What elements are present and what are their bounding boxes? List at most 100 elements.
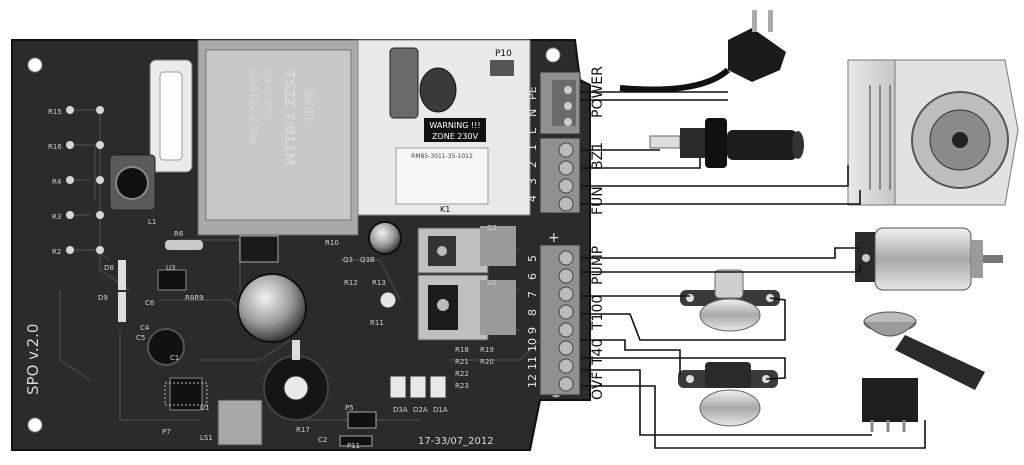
reference-designator: R8R9 — [185, 294, 204, 302]
reference-designator: D8 — [104, 264, 114, 272]
terminal-label: 6 — [526, 273, 539, 280]
reference-designator: D9 — [98, 294, 108, 302]
capacitor-small — [379, 291, 397, 309]
terminal-label: L — [526, 127, 539, 134]
microcontroller — [164, 377, 208, 411]
label-fun: FUN — [590, 186, 606, 215]
reference-designator: Q3B — [360, 256, 375, 264]
power-plug — [619, 10, 786, 93]
reference-designator: Q3 — [343, 256, 353, 264]
header-p11 — [339, 435, 373, 447]
reference-designator: C2 — [318, 436, 327, 444]
reference-designator: U2 — [487, 279, 497, 287]
reference-designator: L1 — [148, 218, 156, 226]
buzzer — [217, 399, 263, 446]
reference-designator: R6 — [174, 230, 184, 238]
header-pins — [490, 60, 514, 76]
transformer-spec-2: U2=18V-0,39A — [247, 70, 258, 144]
terminal-label: 8 — [526, 309, 539, 316]
warning-box — [424, 118, 486, 142]
wire-fun-2 — [580, 190, 861, 205]
reference-designator: Q2 — [487, 224, 497, 232]
terminal-label: 4 — [526, 195, 539, 202]
blower-fan — [847, 59, 1019, 206]
reference-designator: P11 — [347, 442, 360, 450]
pump-motor — [855, 227, 1003, 291]
capacitor-main — [237, 273, 307, 343]
regulator-q2 — [417, 226, 516, 274]
reference-designator: C4 — [140, 324, 150, 332]
terminal-label: 11 — [526, 356, 539, 370]
wire-fun-1 — [580, 165, 849, 187]
reference-designator: D3A — [393, 406, 408, 414]
thermostat-t40 — [678, 362, 778, 427]
terminal-label: 5 — [526, 255, 539, 262]
wire-t100-2 — [580, 297, 786, 341]
warning-text-1: WARNING !!! — [429, 121, 480, 130]
wire-bz1-2 — [580, 158, 701, 169]
label-pump: PUMP — [590, 246, 606, 285]
control-board: INDEL TSZZ 7/011M U1=230V U2=18V-0,39A W… — [11, 39, 591, 451]
connection-labels: POWER BZ1 FUN PUMP T100 T40 OVF — [590, 66, 606, 400]
capacitor-c10 — [368, 221, 402, 255]
led-array — [389, 375, 447, 399]
terminal-label: 2 — [526, 161, 539, 168]
reference-designator: U1 — [200, 404, 210, 412]
terminal-block-1-4 — [539, 137, 581, 214]
reference-designator: R22 — [455, 370, 469, 378]
resistor-r6 — [165, 240, 203, 250]
reference-designator: C6 — [145, 299, 155, 307]
terminal-labels-bottom: 5 6 7 8 9 10 11 12 — [526, 255, 539, 388]
capacitor-c4 — [147, 328, 185, 366]
high-voltage-zone: WARNING !!! ZONE 230V P10 RM85-3011-35-1… — [357, 39, 531, 216]
terminal-label: 3 — [526, 178, 539, 185]
terminal-label: 10 — [526, 338, 539, 352]
reference-designator: R19 — [480, 346, 494, 354]
regulator-u2 — [417, 274, 516, 341]
reference-designator: R2 — [52, 248, 61, 256]
plus-mark: + — [548, 230, 560, 246]
terminal-label: N — [526, 109, 539, 117]
potentiometer — [263, 340, 329, 421]
reference-designator: R13 — [372, 279, 386, 287]
minus-mark: - — [548, 396, 553, 412]
reference-designator: P7 — [162, 428, 171, 436]
terminal-label: 12 — [526, 374, 539, 388]
terminal-label: 9 — [526, 327, 539, 334]
reference-designator: LS1 — [200, 434, 213, 442]
reference-designator: R3 — [52, 213, 61, 221]
diode-d9 — [118, 292, 126, 322]
reference-designator: R18 — [455, 346, 469, 354]
inductor-l1 — [109, 154, 156, 211]
mounting-hole — [545, 47, 561, 63]
wiring — [580, 91, 926, 449]
reference-designator: C5 — [136, 334, 145, 342]
reference-designator: D2A — [413, 406, 428, 414]
relay-label: K1 — [440, 205, 450, 214]
terminal-label: 7 — [526, 291, 539, 298]
label-power: POWER — [590, 66, 606, 118]
resistor-pads — [66, 106, 104, 254]
panel-fuse-holder — [649, 118, 804, 168]
terminal-block-power — [539, 71, 581, 135]
terminal-label: 1 — [526, 144, 539, 151]
label-t40: T40 — [590, 339, 606, 366]
reference-designator: R20 — [480, 358, 494, 366]
reference-designator: R16 — [48, 143, 62, 151]
connector-small — [239, 235, 279, 263]
transformer-spec-1: U1=230V — [262, 70, 273, 118]
transformer: INDEL TSZZ 7/011M U1=230V U2=18V-0,39A — [197, 39, 359, 236]
reference-designator: D1A — [433, 406, 448, 414]
label-ovf: OVF — [590, 372, 606, 400]
reference-designator: R23 — [455, 382, 469, 390]
reference-designator: R11 — [370, 319, 384, 327]
mounting-hole — [27, 417, 43, 433]
board-date: 17-33/07_2012 — [418, 436, 494, 447]
header-label: P10 — [495, 49, 512, 59]
transformer-brand: INDEL — [302, 90, 315, 124]
overflow-switch — [862, 311, 985, 432]
transformer-model: TSZZ 7/011M — [281, 70, 296, 165]
